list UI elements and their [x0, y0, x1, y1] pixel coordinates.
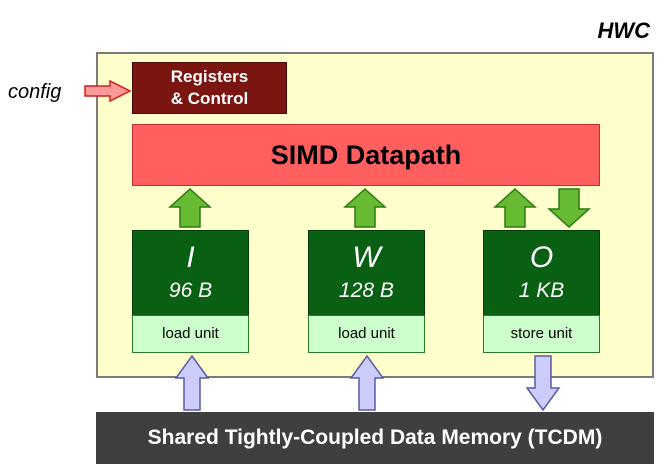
input-arrow-i	[168, 187, 212, 228]
buffer-w: W 128 B	[308, 230, 425, 316]
input-arrow-o	[493, 187, 537, 228]
buffer-o: O 1 KB	[483, 230, 600, 316]
hwc-label: HWC	[597, 18, 650, 43]
config-arrow	[84, 79, 132, 103]
buffer-i-size: 96 B	[168, 279, 213, 302]
buffer-i-name: I	[186, 241, 195, 274]
memory-arrow-i	[174, 354, 210, 411]
buffer-w-size: 128 B	[339, 279, 394, 302]
memory-arrow-o	[525, 355, 561, 412]
load-unit-w: load unit	[308, 315, 425, 353]
buffer-w-name: W	[352, 241, 381, 274]
buffer-o-name: O	[529, 241, 554, 274]
output-arrow-o	[547, 188, 591, 229]
registers-label-line2: & Control	[170, 89, 249, 108]
registers-label-line1: Registers	[170, 67, 249, 86]
registers-control-block: Registers & Control	[132, 62, 287, 114]
simd-datapath-block: SIMD Datapath	[132, 124, 600, 186]
buffer-i: I 96 B	[132, 230, 249, 316]
config-label: config	[8, 81, 62, 103]
store-unit-o: store unit	[483, 315, 600, 353]
input-arrow-w	[343, 187, 387, 228]
memory-arrow-w	[349, 354, 385, 411]
tcdm-memory-block: Shared Tightly-Coupled Data Memory (TCDM…	[96, 412, 654, 464]
load-unit-i: load unit	[132, 315, 249, 353]
buffer-o-size: 1 KB	[518, 279, 565, 302]
